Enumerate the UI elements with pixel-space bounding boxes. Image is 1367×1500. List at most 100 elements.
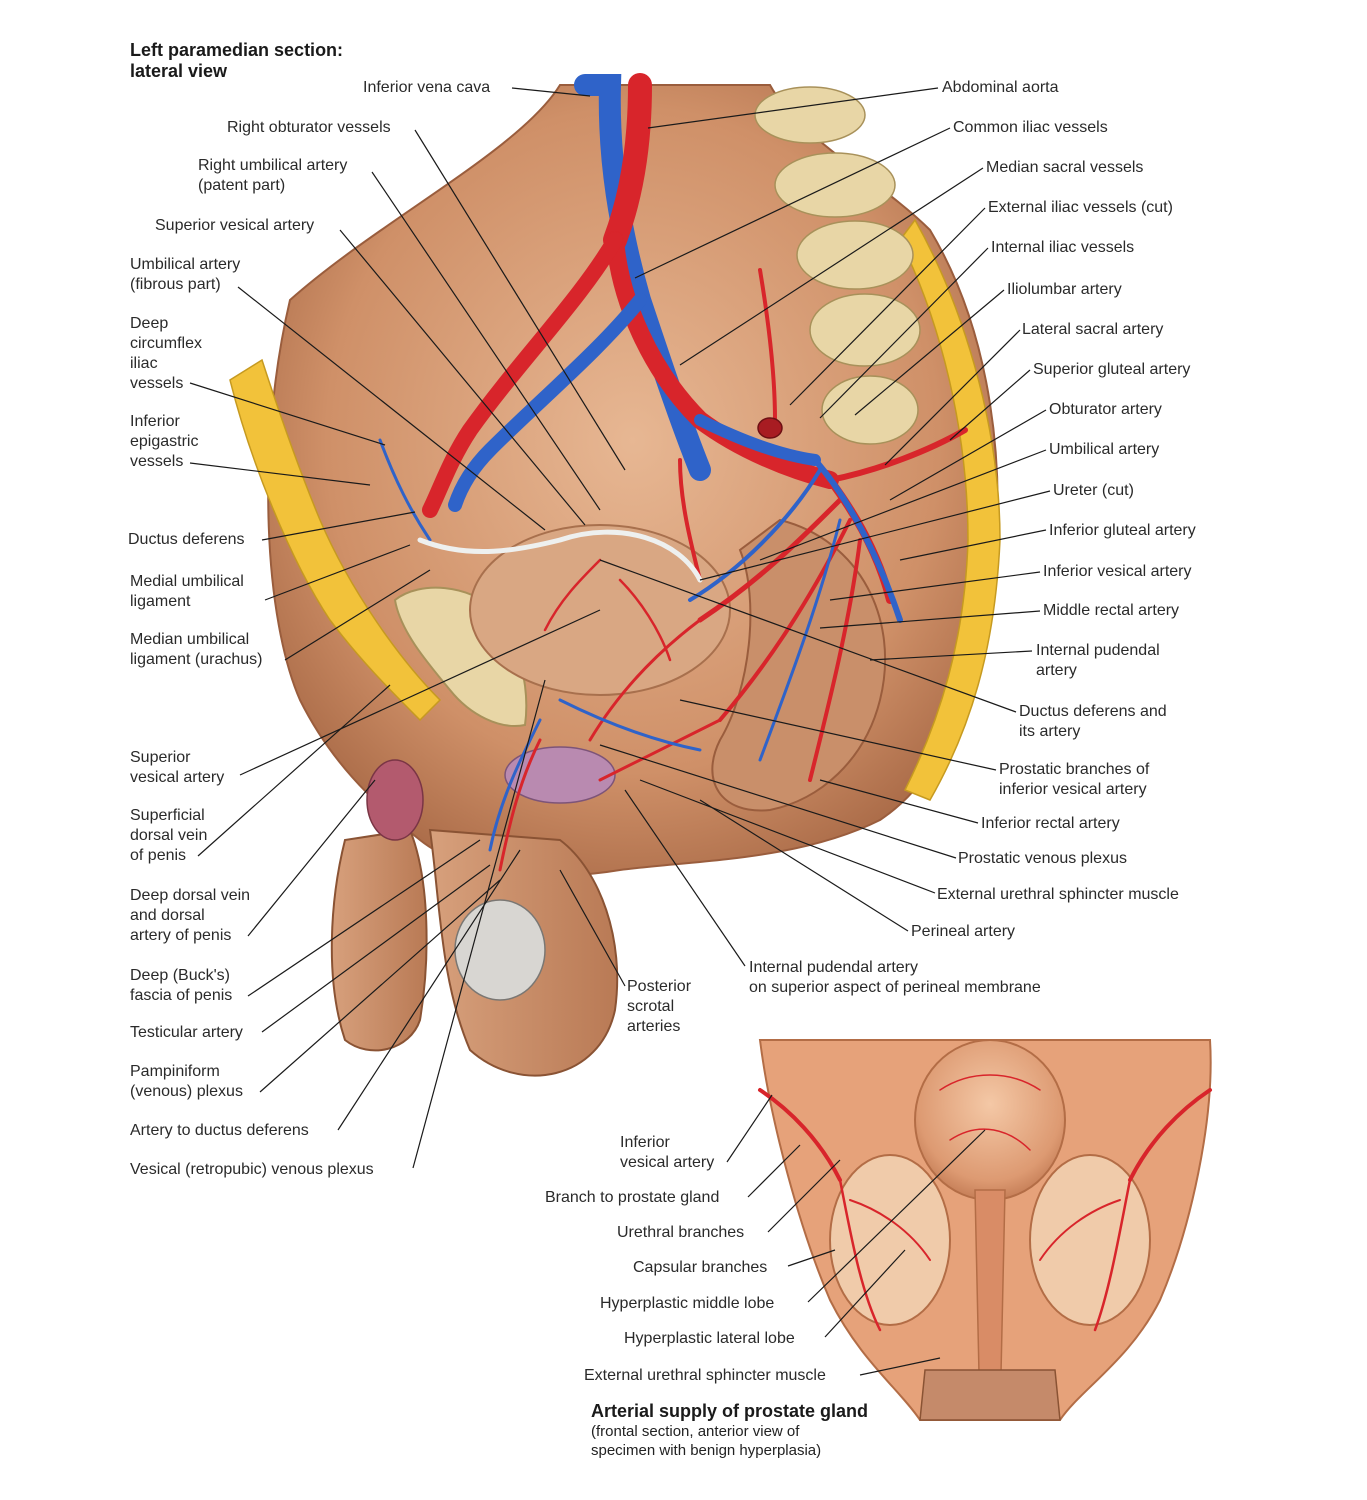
leader-lines xyxy=(189,87,1051,1376)
label-internal-pudendal-superior: Internal pudendal artery on superior asp… xyxy=(749,958,1041,998)
sacrum xyxy=(754,86,921,445)
abdominal-aorta xyxy=(603,73,652,252)
label-superficial-dorsal-vein: Superficial dorsal vein of penis xyxy=(130,806,207,866)
label-internal-iliac: Internal iliac vessels xyxy=(991,238,1134,258)
label-text-line: Lateral sacral artery xyxy=(1022,321,1164,338)
label-inset-inferior-vesical: Inferior vesical artery xyxy=(620,1133,714,1173)
label-inferior-vena-cava: Inferior vena cava xyxy=(363,78,490,98)
label-text-line: vesical artery xyxy=(620,1154,715,1171)
label-text-line: Umbilical artery xyxy=(130,256,241,273)
label-inset-lateral-lobe: Hyperplastic lateral lobe xyxy=(624,1329,795,1349)
penis xyxy=(330,828,428,1052)
label-text-line: Umbilical artery xyxy=(1049,441,1160,458)
label-inset-sphincter: External urethral sphincter muscle xyxy=(584,1366,826,1386)
ductus-deferens xyxy=(417,529,703,583)
posterior-fat xyxy=(899,218,1001,801)
label-text-line: dorsal vein xyxy=(130,827,208,844)
label-text-line: its artery xyxy=(1019,723,1081,740)
label-text-line: Superficial xyxy=(130,807,205,824)
left-iliac-vein xyxy=(694,414,821,466)
label-text-line: Obturator artery xyxy=(1049,401,1162,418)
label-text-line: External iliac vessels (cut) xyxy=(988,199,1173,216)
label-text-line: (fibrous part) xyxy=(130,276,221,293)
label-inset-branch: Branch to prostate gland xyxy=(545,1188,719,1208)
label-text-line: artery xyxy=(1036,662,1077,679)
inset-arteries xyxy=(758,1074,1212,1332)
prostate-lateral xyxy=(504,746,616,804)
label-text-line: ligament (urachus) xyxy=(130,651,263,668)
label-text-line: Deep (Buck's) xyxy=(130,967,230,984)
label-text-line: circumflex xyxy=(130,335,203,352)
label-text-line: Inferior vena cava xyxy=(363,79,491,96)
label-text-line: vesical artery xyxy=(130,769,225,786)
label-external-urethral: External urethral sphincter muscle xyxy=(937,885,1179,905)
label-text-line: Superior gluteal artery xyxy=(1033,361,1191,378)
label-prostatic-plexus: Prostatic venous plexus xyxy=(958,849,1127,869)
label-text-line: External urethral sphincter muscle xyxy=(937,886,1179,903)
label-superior-gluteal: Superior gluteal artery xyxy=(1033,360,1190,380)
label-text-line: Posterior xyxy=(627,978,692,995)
label-text-line: Deep dorsal vein xyxy=(130,887,251,904)
label-superior-vesical-2: Superior vesical artery xyxy=(130,748,224,788)
label-text-line: Internal pudendal xyxy=(1036,642,1160,659)
corpus xyxy=(366,759,424,841)
prostate-inset xyxy=(758,1039,1212,1421)
label-median-sacral: Median sacral vessels xyxy=(986,158,1143,178)
inset-left-lobe xyxy=(829,1154,951,1326)
label-vesical-plexus: Vesical (retropubic) venous plexus xyxy=(130,1160,374,1180)
label-testicular-artery: Testicular artery xyxy=(130,1023,243,1043)
label-text-line: Inferior xyxy=(130,413,180,430)
label-text-line: Medial umbilical xyxy=(130,573,244,590)
label-bucks-fascia: Deep (Buck's) fascia of penis xyxy=(130,966,232,1006)
label-text-line: Common iliac vessels xyxy=(953,119,1108,136)
label-text-line: Ductus deferens xyxy=(128,531,245,548)
label-text-line: Prostatic branches of xyxy=(999,761,1150,778)
label-right-obturator-vessels: Right obturator vessels xyxy=(227,118,391,138)
label-umbilical-artery-fibrous: Umbilical artery (fibrous part) xyxy=(130,255,240,295)
label-text-line: Capsular branches xyxy=(633,1259,768,1276)
label-text-line: Median umbilical xyxy=(130,631,250,648)
label-text-line: Artery to ductus deferens xyxy=(130,1122,309,1139)
label-inferior-gluteal: Inferior gluteal artery xyxy=(1049,521,1196,541)
label-inset-capsular: Capsular branches xyxy=(633,1258,767,1278)
label-inset-urethral: Urethral branches xyxy=(617,1223,744,1243)
label-text-line: Testicular artery xyxy=(130,1024,243,1041)
label-inferior-rectal: Inferior rectal artery xyxy=(981,814,1120,834)
label-text-line: Inferior rectal artery xyxy=(981,815,1120,832)
label-text-line: scrotal xyxy=(627,998,675,1015)
label-deep-circumflex-iliac: Deep circumflex iliac vessels xyxy=(130,314,202,394)
label-text-line: Inferior gluteal artery xyxy=(1049,522,1196,539)
inset-right-lobe xyxy=(1029,1154,1151,1326)
label-text-line: External urethral sphincter muscle xyxy=(584,1367,826,1384)
label-text-line: Pampiniform xyxy=(130,1063,220,1080)
pelvic-veins xyxy=(378,438,903,852)
label-text-line: of penis xyxy=(130,847,187,864)
label-text-line: inferior vesical artery xyxy=(999,781,1147,798)
label-posterior-scrotal: Posterior scrotal arteries xyxy=(627,977,691,1037)
main-title: Left paramedian section: lateral view xyxy=(130,40,343,82)
inset-title: Arterial supply of prostate gland (front… xyxy=(591,1401,868,1460)
main-title-line2: lateral view xyxy=(130,61,228,81)
label-text-line: Internal pudendal artery xyxy=(749,959,918,976)
label-text-line: Superior xyxy=(130,749,191,766)
label-text-line: Right obturator vessels xyxy=(227,119,391,136)
label-pampiniform-plexus: Pampiniform (venous) plexus xyxy=(130,1062,243,1102)
label-inferior-vesical: Inferior vesical artery xyxy=(1043,562,1192,582)
label-umbilical-artery: Umbilical artery xyxy=(1049,440,1159,460)
label-right-umbilical-artery: Right umbilical artery (patent part) xyxy=(198,156,347,196)
label-text-line: Inferior xyxy=(620,1134,670,1151)
label-text-line: (patent part) xyxy=(198,177,286,194)
label-text-line: Internal iliac vessels xyxy=(991,239,1135,256)
label-text-line: Prostatic venous plexus xyxy=(958,850,1127,867)
label-iliolumbar: Iliolumbar artery xyxy=(1007,280,1122,300)
abdominal-fat xyxy=(229,358,442,722)
inset-title-line1: (frontal section, anterior view of xyxy=(591,1423,800,1440)
label-text-line: vessels xyxy=(130,375,184,392)
label-deep-dorsal-vein: Deep dorsal vein and dorsal artery of pe… xyxy=(130,886,250,946)
label-text-line: fascia of penis xyxy=(130,987,233,1004)
label-text-line: ligament xyxy=(130,593,191,610)
label-text-line: Urethral branches xyxy=(617,1224,745,1241)
label-text-line: Ureter (cut) xyxy=(1053,482,1134,499)
label-text-line: vessels xyxy=(130,453,184,470)
